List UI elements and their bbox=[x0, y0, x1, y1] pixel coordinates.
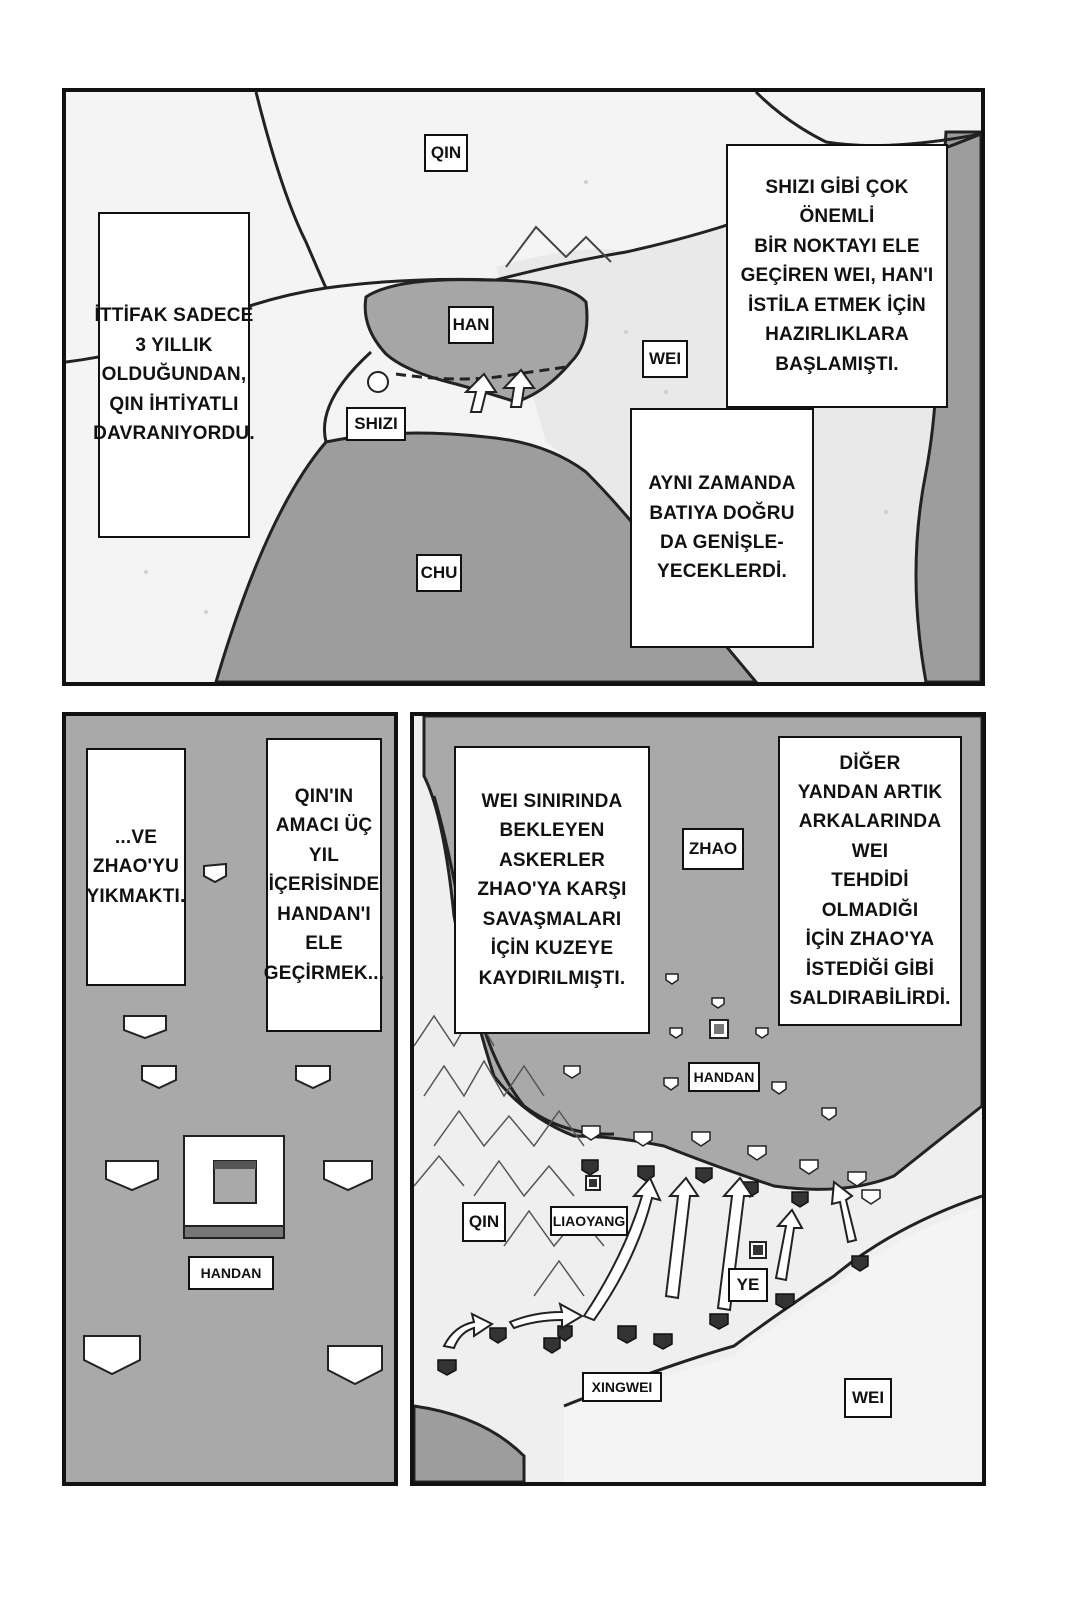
panel-bottom-left-map: HANDAN ...VE ZHAO'YU YIKMAKTI. QIN'IN AM… bbox=[62, 712, 398, 1486]
label-handan-city: HANDAN bbox=[188, 1256, 274, 1290]
label-qin: QIN bbox=[462, 1202, 506, 1242]
label-wei: WEI bbox=[642, 340, 688, 378]
label-liaoyang: LIAOYANG bbox=[550, 1206, 628, 1236]
caption-attack-zhao-freely: DİĞER YANDAN ARTIK ARKALARINDA WEI TEHDİ… bbox=[778, 736, 962, 1026]
caption-wei-border-soldiers: WEI SINIRINDA BEKLEYEN ASKERLER ZHAO'YA … bbox=[454, 746, 650, 1034]
caption-expand-west: AYNI ZAMANDA BATIYA DOĞRU DA GENİŞLE- YE… bbox=[630, 408, 814, 648]
caption-wei-invade-han: SHIZI GİBİ ÇOK ÖNEMLİ BİR NOKTAYI ELE GE… bbox=[726, 144, 948, 408]
caption-destroy-zhao: ...VE ZHAO'YU YIKMAKTI. bbox=[86, 748, 186, 986]
label-chu: CHU bbox=[416, 554, 462, 592]
label-handan-map: HANDAN bbox=[688, 1062, 760, 1092]
label-xingwei: XINGWEI bbox=[582, 1372, 662, 1402]
label-shizi: SHIZI bbox=[346, 407, 406, 441]
label-qin: QIN bbox=[424, 134, 468, 172]
panel-bottom-right-map: ZHAO HANDAN QIN LIAOYANG YE XINGWEI WEI … bbox=[410, 712, 986, 1486]
label-han: HAN bbox=[448, 306, 494, 344]
label-wei: WEI bbox=[844, 1378, 892, 1418]
label-zhao: ZHAO bbox=[682, 828, 744, 870]
label-ye: YE bbox=[728, 1268, 768, 1302]
caption-alliance-three-years: İTTİFAK SADECE 3 YILLIK OLDUĞUNDAN, QIN … bbox=[93, 212, 255, 538]
panel-top-map: QIN HAN WEI SHIZI CHU İTTİFAK SADECE 3 Y… bbox=[62, 88, 985, 686]
caption-qin-goal-handan: QIN'IN AMACI ÜÇ YIL İÇERİSİNDE HANDAN'I … bbox=[264, 738, 384, 1032]
